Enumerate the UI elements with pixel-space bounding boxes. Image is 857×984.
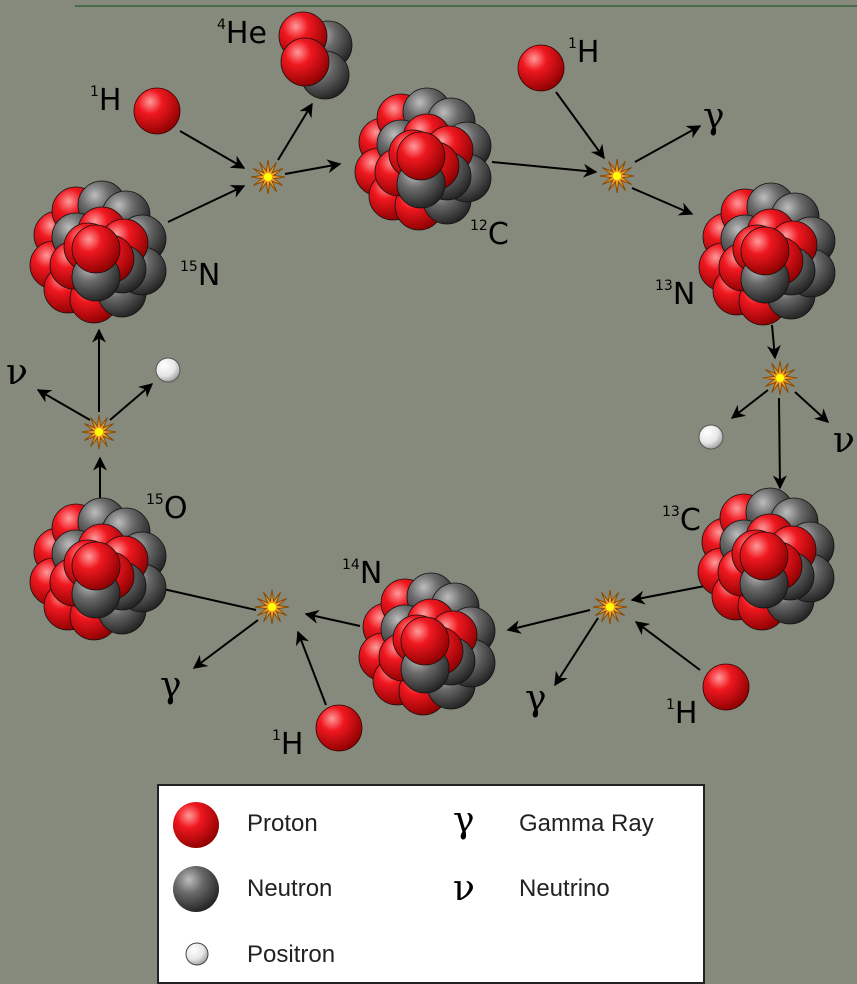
nucleus-he4 — [278, 11, 353, 100]
legend-proton-icon — [173, 802, 219, 848]
positron-right — [698, 424, 724, 450]
legend: Proton Neutron Positron γ Gamma Ray ν Ne… — [157, 784, 705, 984]
nucleus-n13 — [698, 182, 836, 326]
gamma-symbol-top: γ — [703, 96, 725, 137]
arrow-n14-to-flash — [304, 609, 361, 627]
positron-left — [155, 357, 181, 383]
proton — [396, 131, 446, 181]
hydrogen-top-right — [517, 44, 565, 92]
arrow-flash-to-positron-right — [730, 389, 769, 419]
legend-neutron-icon — [173, 866, 219, 912]
arrow-flash-to-o15 — [148, 581, 257, 611]
legend-gamma-label: Gamma Ray — [519, 810, 654, 837]
reaction-flashes — [81, 158, 798, 625]
arrow-flash-to-positron-left — [109, 383, 154, 421]
arrow-flash-to-neutrino-left — [36, 389, 91, 421]
nucleus-c12 — [354, 87, 492, 231]
label-c12: 12C — [470, 217, 509, 252]
flash-c12-n13 — [599, 158, 635, 194]
flash-c13-n14 — [592, 589, 628, 625]
flash-n15-he4 — [250, 159, 286, 195]
gamma-symbol-bottom-left: γ — [160, 665, 182, 706]
arrow-h-to-flash-top-left — [179, 130, 246, 169]
nucleus-c13 — [697, 487, 835, 631]
label-h-bottom-left: 1H — [272, 727, 303, 762]
label-h-top-left: 1H — [90, 83, 121, 118]
proton — [71, 541, 121, 591]
arrow-h-to-flash-bottom-right — [634, 621, 701, 671]
proton — [740, 226, 790, 276]
nucleus-n14 — [358, 572, 496, 716]
arrow-flash-to-gamma-bottom-left — [192, 619, 259, 669]
neutrino-symbol-right: ν — [833, 420, 855, 461]
legend-positron-label: Positron — [247, 941, 336, 968]
proton — [400, 616, 450, 666]
label-he4: 4He — [217, 16, 267, 51]
arrow-flash-to-he4 — [277, 102, 313, 161]
arrow-flash-to-gamma-top — [634, 125, 702, 163]
proton — [739, 531, 789, 581]
legend-neutrino-label: Neutrino — [519, 875, 610, 902]
legend-neutrino-symbol: ν — [453, 868, 475, 909]
label-h-bottom-right: 1H — [666, 696, 697, 731]
legend-positron-icon — [185, 942, 209, 966]
arrow-flash-to-n13 — [631, 187, 694, 216]
label-o15: 15O — [146, 491, 187, 526]
nucleus-o15 — [29, 497, 167, 641]
legend-proton-label: Proton — [247, 810, 318, 837]
legend-gamma-symbol: γ — [453, 800, 475, 841]
legend-neutron-label: Neutron — [247, 875, 333, 902]
arrow-h-to-flash-bottom-left — [295, 630, 327, 706]
particles — [29, 11, 836, 752]
nucleus-n15 — [29, 180, 167, 324]
arrow-flash-to-gamma-bottom-right — [554, 617, 599, 687]
arrow-n13-to-flash — [766, 324, 781, 360]
hydrogen-bottom-left — [315, 704, 363, 752]
arrow-n15-to-flash — [167, 185, 246, 223]
arrow-flash-to-n14 — [506, 609, 591, 634]
reaction-arrows — [36, 91, 830, 706]
arrow-c13-to-flash — [630, 584, 711, 605]
flash-n14-o15 — [254, 589, 290, 625]
label-n13: 13N — [655, 277, 695, 312]
label-c13: 13C — [662, 503, 701, 538]
hydrogen-bottom-right — [702, 663, 750, 711]
hydrogen-top-left — [133, 87, 181, 135]
arrow-c12-to-flash — [491, 161, 598, 178]
label-h-top-right: 1H — [568, 35, 599, 70]
label-n15: 15N — [180, 258, 220, 293]
flash-n13-decay — [762, 360, 798, 396]
arrow-h-to-flash-top-right — [555, 91, 605, 160]
label-n14: 14N — [342, 556, 382, 591]
proton — [280, 37, 330, 87]
arrow-flash-to-neutrino-right — [794, 391, 830, 423]
arrow-flash-to-c13 — [772, 397, 787, 490]
flash-o15-decay — [81, 414, 117, 450]
gamma-symbol-bottom-right: γ — [525, 678, 547, 719]
proton — [71, 224, 121, 274]
arrow-flash-to-c12 — [284, 159, 342, 175]
neutrino-symbol-left: ν — [6, 352, 28, 393]
